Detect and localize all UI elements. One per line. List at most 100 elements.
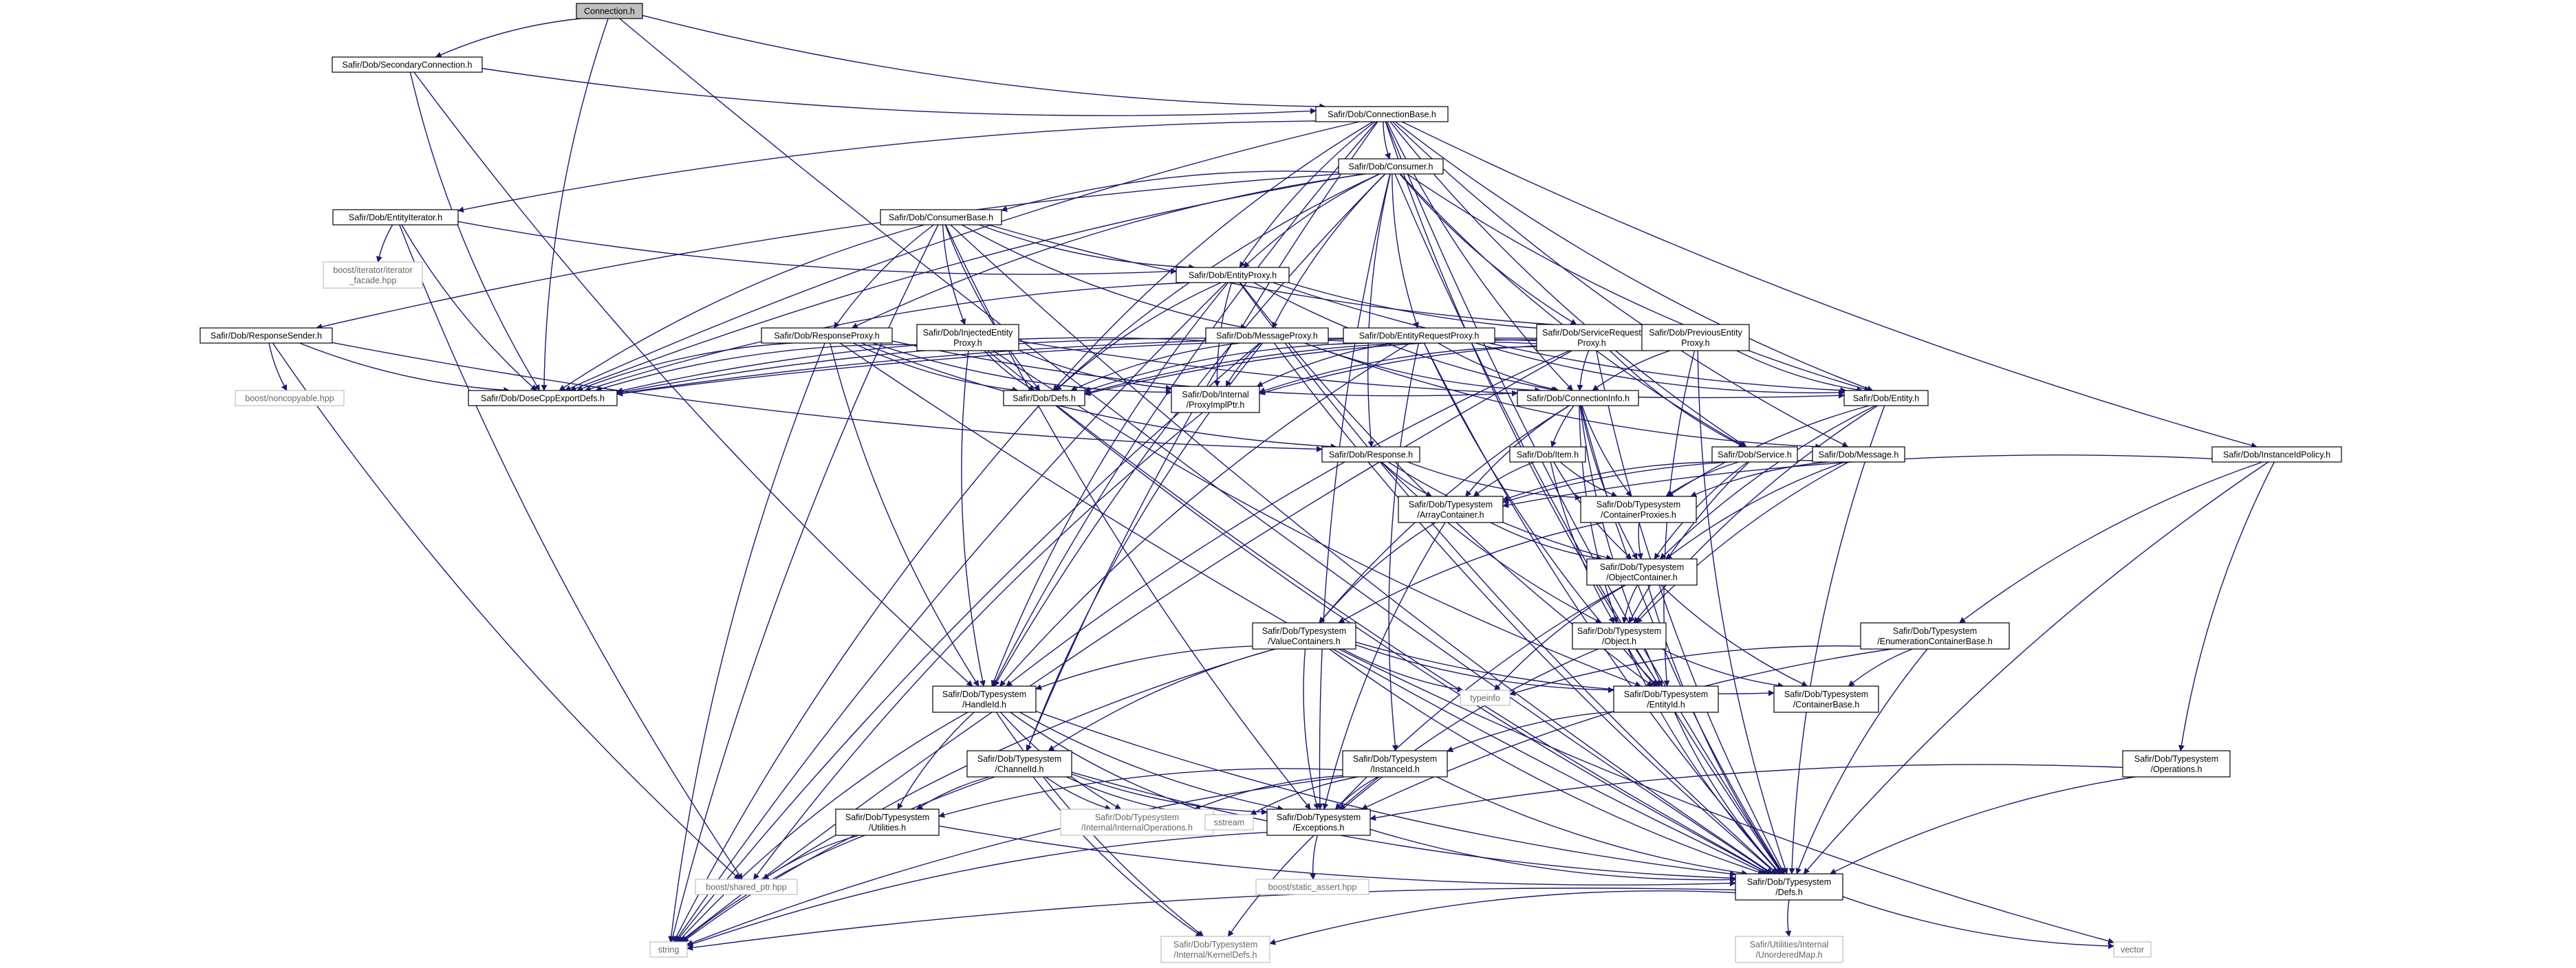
include-edge-objectcontainer-to-tsdefs (1647, 584, 1784, 874)
node-connection[interactable]: Connection.h (576, 3, 643, 19)
node-label: Safir/Dob/ResponseProxy.h (774, 331, 879, 341)
node-entityiterator[interactable]: Safir/Dob/EntityIterator.h (332, 209, 459, 226)
node-label: boost/iterator/iterator (333, 265, 412, 275)
node-message[interactable]: Safir/Dob/Message.h (1812, 446, 1905, 463)
include-edge-objectcontainer-to-containerbase (1660, 584, 1808, 687)
node-internalops[interactable]: Safir/Dob/Typesystem/Internal/InternalOp… (1060, 808, 1214, 836)
node-box (1321, 446, 1420, 463)
include-edge-instanceid-to-utilities (938, 768, 1343, 818)
include-edge-exceptions-to-tsdefs (1370, 828, 1736, 883)
include-edge-connbase-to-tsdefs (1385, 121, 1783, 874)
node-box (1586, 558, 1698, 586)
include-edge-valuecontainers-to-channelid (1048, 648, 1275, 751)
node-label: Safir/Dob/Typesystem (1409, 500, 1493, 509)
node-entityid[interactable]: Safir/Dob/Typesystem/EntityId.h (1613, 685, 1719, 713)
node-box (1843, 390, 1929, 406)
include-edge-servicerequest-to-service (1610, 350, 1745, 448)
node-exceptions[interactable]: Safir/Dob/Typesystem/Exceptions.h (1266, 808, 1371, 836)
node-conninfo[interactable]: Safir/Dob/ConnectionInfo.h (1517, 390, 1639, 406)
node-enumbase[interactable]: Safir/Dob/Typesystem/EnumerationContaine… (1860, 622, 2010, 650)
node-box (199, 327, 333, 344)
node-label: Safir/Dob/Typesystem (1173, 940, 1257, 949)
node-proxyimpl[interactable]: Safir/Dob/Internal/ProxyImplPtr.h (1171, 386, 1260, 413)
node-label: Safir/Dob/Typesystem (1784, 690, 1868, 699)
include-edge-instanceid-to-exceptions (1335, 776, 1378, 810)
node-valuecontainers[interactable]: Safir/Dob/Typesystem/ValueContainers.h (1252, 622, 1356, 650)
include-edge-responseproxy-to-string (668, 342, 825, 943)
node-channelid[interactable]: Safir/Dob/Typesystem/ChannelId.h (966, 750, 1072, 778)
node-instpolicy[interactable]: Safir/Dob/InstanceIdPolicy.h (2211, 446, 2342, 463)
node-objectcontainer[interactable]: Safir/Dob/Typesystem/ObjectContainer.h (1586, 558, 1698, 586)
include-edge-consumerbase-to-exceptions (945, 224, 1311, 810)
node-consumerbase[interactable]: Safir/Dob/ConsumerBase.h (880, 209, 1002, 226)
node-box (1509, 446, 1586, 463)
node-staticassert[interactable]: boost/static_assert.hpp (1255, 879, 1370, 895)
node-utilities[interactable]: Safir/Dob/Typesystem/Utilities.h (835, 808, 940, 836)
include-edge-consumerbase-to-injected (942, 224, 966, 325)
include-edge-response-to-object (1381, 461, 1602, 624)
node-entity[interactable]: Safir/Dob/Entity.h (1843, 390, 1929, 406)
node-response[interactable]: Safir/Dob/Response.h (1321, 446, 1420, 463)
include-edge-utilities-to-tsdefs (938, 825, 1736, 887)
include-edge-enumbase-to-typeinfo (1509, 645, 1861, 696)
node-label: Connection.h (584, 7, 635, 16)
node-handleid[interactable]: Safir/Dob/Typesystem/HandleId.h (932, 685, 1037, 713)
node-sharedptr[interactable]: boost/shared_ptr.hpp (695, 879, 798, 895)
node-service[interactable]: Safir/Dob/Service.h (1711, 446, 1798, 463)
node-consumer[interactable]: Safir/Dob/Consumer.h (1338, 158, 1444, 175)
node-box (1711, 446, 1798, 463)
include-edge-entityid-to-tsdefs (1674, 712, 1782, 874)
node-entityproxy[interactable]: Safir/Dob/EntityProxy.h (1176, 267, 1290, 283)
node-label: Safir/Dob/EntityRequestProxy.h (1359, 331, 1480, 341)
node-label: /EnumerationContainerBase.h (1877, 637, 1993, 646)
include-edge-entity-to-object (1633, 405, 1879, 624)
node-vector[interactable]: vector (2113, 941, 2152, 958)
node-noncopyable[interactable]: boost/noncopyable.hpp (235, 390, 345, 406)
include-edge-consumer-to-consumerbase (1001, 170, 1339, 212)
node-messageproxy[interactable]: Safir/Dob/MessageProxy.h (1205, 327, 1329, 344)
node-string[interactable]: string (649, 941, 688, 958)
include-edge-consumerbase-to-responseproxy (834, 224, 934, 329)
node-dobdefs[interactable]: Safir/Dob/Defs.h (1003, 390, 1085, 406)
node-sstream[interactable]: sstream (1204, 814, 1254, 830)
node-unorderedmap[interactable]: Safir/Utilities/Internal/UnorderedMap.h (1735, 936, 1843, 963)
node-box (1641, 324, 1750, 351)
include-edge-connbase-to-service (1389, 121, 1747, 448)
node-operations[interactable]: Safir/Dob/Typesystem/Operations.h (2122, 750, 2231, 778)
include-edge-entityproxy-to-string (674, 282, 1227, 943)
node-object[interactable]: Safir/Dob/Typesystem/Object.h (1572, 622, 1667, 650)
include-edge-consumerbase-to-tsdefs (950, 224, 1773, 874)
node-kerneldefs[interactable]: Safir/Dob/Typesystem/Internal/KernelDefs… (1160, 936, 1270, 963)
node-label: Safir/Dob/Typesystem (845, 813, 929, 822)
node-iterfacade[interactable]: boost/iterator/iterator_facade.hpp (323, 261, 423, 289)
node-responsesender[interactable]: Safir/Dob/ResponseSender.h (199, 327, 333, 344)
include-edge-responseproxy-to-dosecpp (576, 342, 793, 392)
node-instanceid[interactable]: Safir/Dob/Typesystem/InstanceId.h (1342, 750, 1448, 778)
node-label: Safir/Dob/Typesystem (1353, 754, 1437, 764)
node-secondary[interactable]: Safir/Dob/SecondaryConnection.h (332, 56, 483, 73)
node-label: Safir/Dob/Consumer.h (1349, 162, 1433, 172)
node-label: Safir/Dob/Typesystem (2134, 754, 2218, 764)
node-containerbase[interactable]: Safir/Dob/Typesystem/ContainerBase.h (1773, 685, 1879, 713)
node-arraycontainer[interactable]: Safir/Dob/Typesystem/ArrayContainer.h (1398, 496, 1504, 523)
node-entityrequest[interactable]: Safir/Dob/EntityRequestProxy.h (1343, 327, 1495, 344)
include-edge-responseproxy-to-response (861, 342, 1337, 450)
node-connbase[interactable]: Safir/Dob/ConnectionBase.h (1315, 106, 1449, 122)
node-item[interactable]: Safir/Dob/Item.h (1509, 446, 1586, 463)
node-box (323, 261, 423, 289)
node-dosecpp[interactable]: Safir/Dob/DoseCppExportDefs.h (468, 390, 618, 406)
include-edge-object-to-containerbase (1661, 648, 1784, 689)
node-responseproxy[interactable]: Safir/Dob/ResponseProxy.h (761, 327, 893, 344)
node-box (1343, 327, 1495, 344)
node-box (966, 750, 1072, 778)
node-typeinfo[interactable]: typeinfo (1460, 690, 1511, 706)
include-edge-consumerbase-to-previous (988, 224, 1643, 332)
include-edge-responseproxy-to-dobdefs (852, 342, 1019, 393)
include-edge-arraycontainer-to-valuecontainers (1319, 522, 1436, 624)
node-containerproxies[interactable]: Safir/Dob/Typesystem/ContainerProxies.h (1580, 496, 1697, 523)
node-tsdefs[interactable]: Safir/Dob/Typesystem/Defs.h (1735, 873, 1843, 901)
